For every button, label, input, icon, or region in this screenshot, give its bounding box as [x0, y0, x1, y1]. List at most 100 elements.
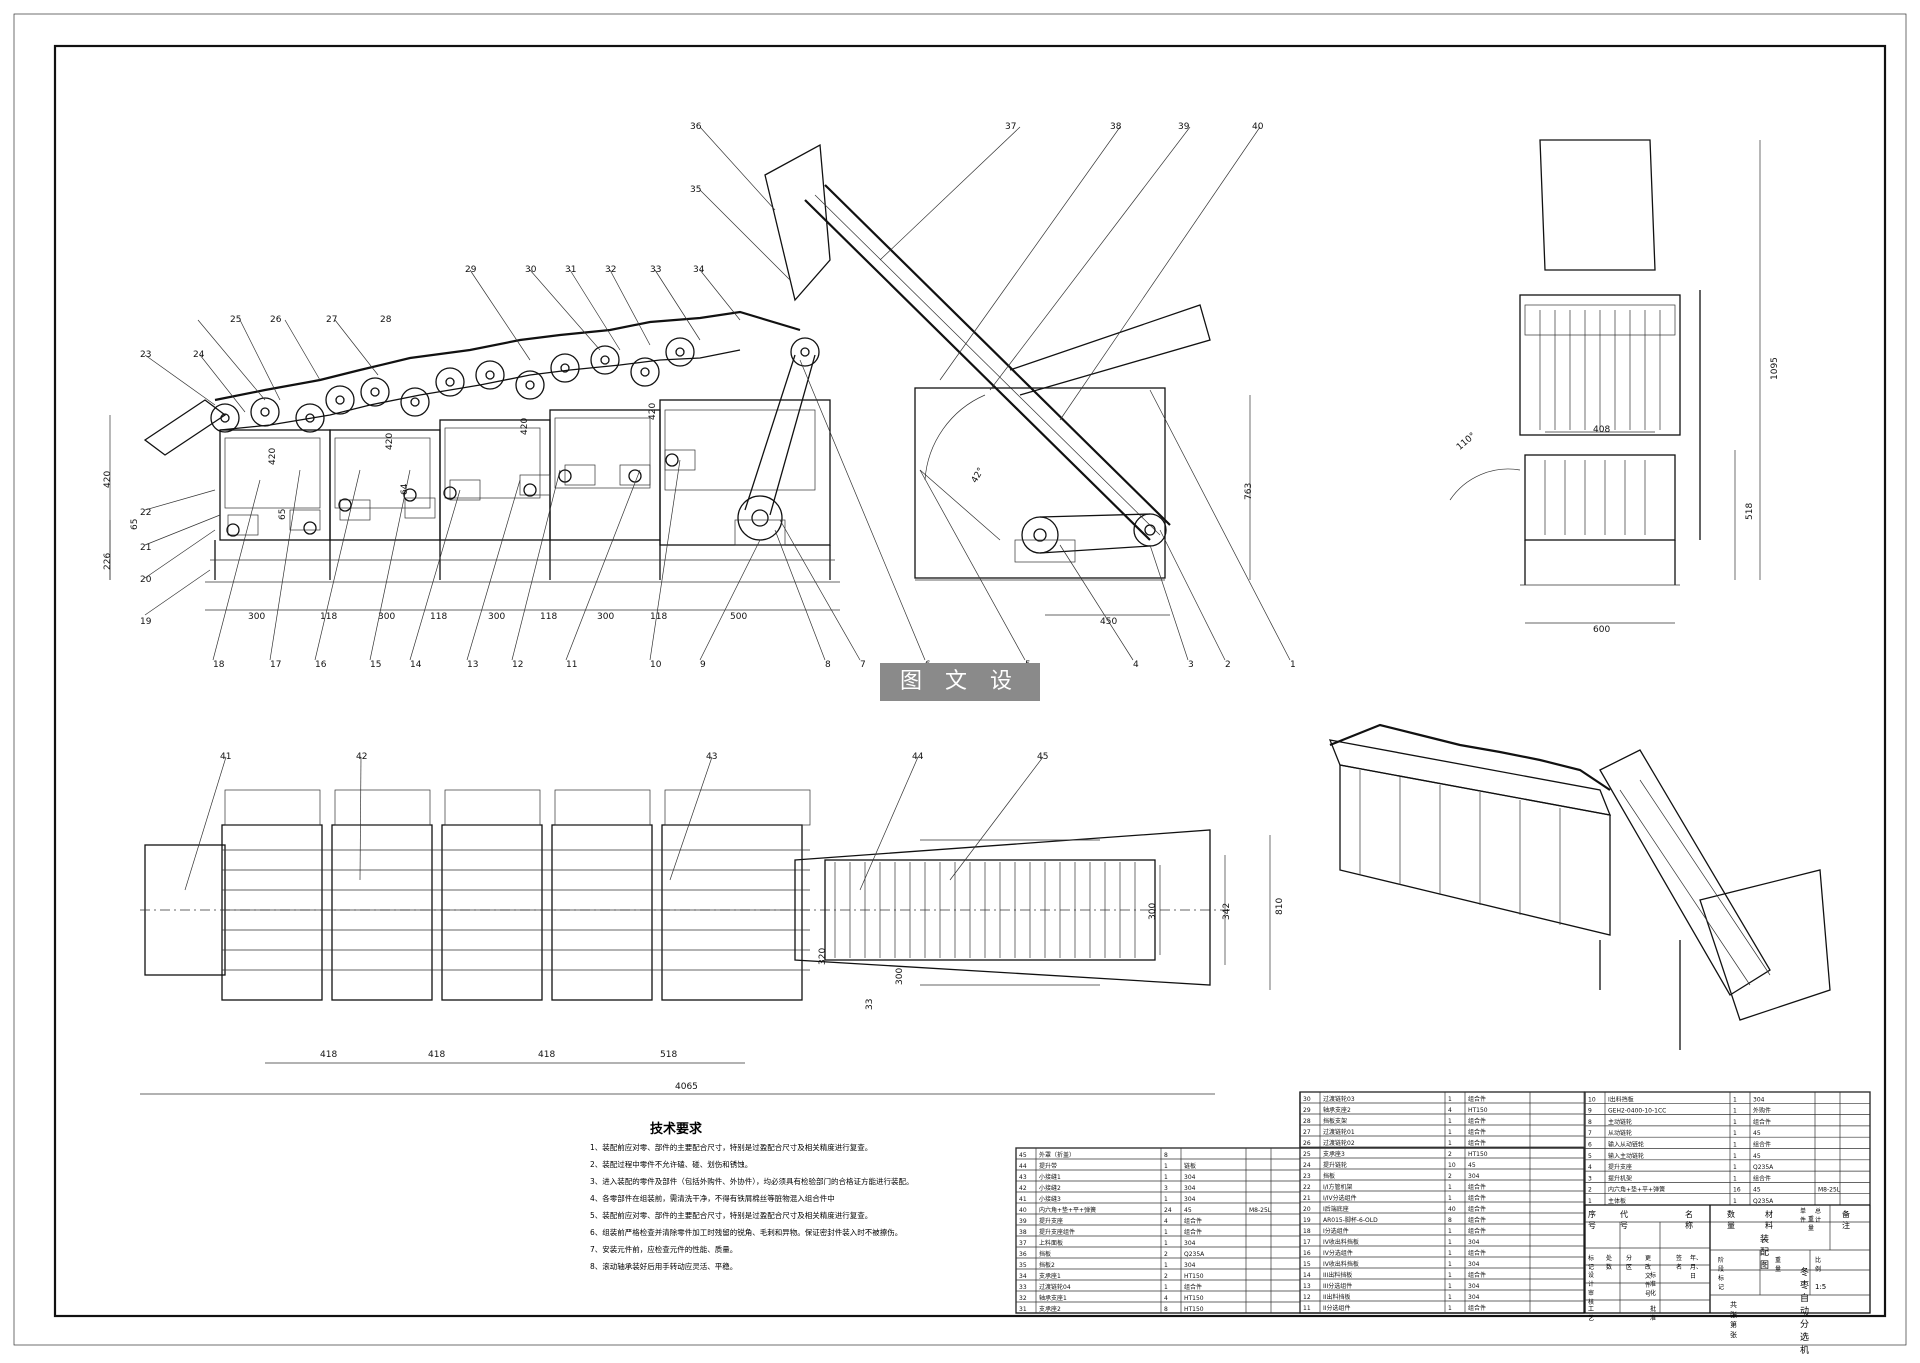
callout-label: 27 [326, 315, 338, 325]
bom-cell: 304 [1468, 1239, 1480, 1246]
callout-label: 42 [356, 752, 368, 762]
bom-cell: 组合件 [1753, 1141, 1771, 1149]
bom-cell: 组合件 [1468, 1249, 1486, 1257]
bom-cell: 1 [1448, 1184, 1452, 1191]
bom-cell: 32 [1019, 1295, 1027, 1302]
dimension-label: 300 [378, 612, 396, 622]
bom-cell: 1 [1448, 1261, 1452, 1268]
dimension-label: 300 [597, 612, 615, 622]
dimension-label: 300 [895, 967, 905, 985]
bom-cell: 16 [1733, 1187, 1741, 1194]
front-view [109, 143, 1251, 616]
callout-label: 20 [140, 575, 152, 585]
bom-cell: 链板 [1184, 1162, 1196, 1170]
bom-cell: 3 [1588, 1175, 1592, 1182]
dimension-label: 518 [660, 1050, 678, 1060]
bom-cell: 45 [1753, 1130, 1761, 1137]
bom-cell: HT150 [1468, 1107, 1488, 1114]
callout-label: 23 [140, 350, 152, 360]
bom-cell: I分选组件 [1323, 1227, 1349, 1235]
callout-label: 1 [1290, 660, 1296, 670]
callout-leaders [144, 126, 1291, 661]
bom-cell: 25 [1303, 1151, 1311, 1158]
bom-cell: 2 [1164, 1273, 1168, 1280]
watermark-label: 图 文 设 计 [880, 663, 1040, 732]
bom-cell: 2 [1164, 1251, 1168, 1258]
dimension-label: 65 [130, 518, 140, 530]
bom-cell: 35 [1019, 1262, 1027, 1269]
bom-cell: 挡板2 [1039, 1261, 1055, 1269]
bom-cell: 1 [1164, 1229, 1168, 1236]
bom-cell: 1 [1448, 1129, 1452, 1136]
bom-cell: 1 [1448, 1195, 1452, 1202]
callout-label: 24 [193, 350, 205, 360]
bom-cell: IV收出料挡板 [1323, 1238, 1359, 1246]
bom-header-mat: 材料 [1765, 1210, 1773, 1230]
bom-cell: 2 [1588, 1187, 1592, 1194]
bom-cell: 8 [1588, 1119, 1592, 1126]
bom-cell: 14 [1303, 1272, 1311, 1279]
bom-header-no: 序号 [1588, 1210, 1596, 1230]
bom-cell: 29 [1303, 1107, 1311, 1114]
bom-cell: 39 [1019, 1218, 1027, 1225]
dimension-label: 342 [1222, 902, 1232, 920]
bom-cell: 小接缝3 [1039, 1195, 1061, 1203]
bom-cell: GEH2-0400-10-1CC [1608, 1108, 1666, 1115]
bom-cell: 组合件 [1184, 1217, 1202, 1225]
callout-label: 16 [315, 660, 327, 670]
bom-cell: 30 [1303, 1096, 1311, 1103]
bom-cell: 轴承支座2 [1323, 1106, 1351, 1114]
bom-cell: 组合件 [1468, 1205, 1486, 1213]
bom-cell: 主动链轮 [1608, 1118, 1632, 1126]
title-block [1585, 1204, 1870, 1313]
bom-cell: M8-25L [1249, 1207, 1272, 1214]
bom-cell: 43 [1019, 1174, 1027, 1181]
bom-cell: 27 [1303, 1129, 1311, 1136]
bom-cell: 组合件 [1753, 1174, 1771, 1182]
bom-cell: 1 [1448, 1140, 1452, 1147]
dimension-label: 600 [1593, 625, 1611, 635]
callout-label: 18 [213, 660, 225, 670]
top-view [140, 756, 1271, 1095]
sheets-label: 共 张 第 张 [1730, 1301, 1744, 1339]
bom-cell: 24 [1303, 1162, 1311, 1169]
bom-cell: 304 [1468, 1294, 1480, 1301]
bom-cell: 1 [1733, 1142, 1737, 1149]
bom-cell: 9 [1588, 1108, 1592, 1115]
callout-label: 33 [650, 265, 662, 275]
bom-header-single: 单件 [1800, 1208, 1807, 1224]
dimension-label: 418 [428, 1050, 446, 1060]
bom-cell: 45 [1753, 1153, 1761, 1160]
requirement-item: 6、组装前严格检查并清除零件加工时残留的锐角、毛刺和异物。保证密封件装入时不被擦… [590, 1228, 903, 1237]
bom-cell: 1 [1448, 1294, 1452, 1301]
callout-label: 15 [370, 660, 382, 670]
callout-label: 14 [410, 660, 422, 670]
bom-cell: HT150 [1468, 1151, 1488, 1158]
bom-cell: 304 [1184, 1240, 1196, 1247]
bom-cell: 41 [1019, 1196, 1027, 1203]
requirement-item: 7、安装元件前，应检查元件的性能、质量。 [590, 1245, 738, 1254]
bom-cell: 提升带 [1039, 1162, 1057, 1170]
bom-cell: 1 [1448, 1283, 1452, 1290]
bom-cell: 12 [1303, 1294, 1311, 1301]
callout-label: 8 [825, 660, 831, 670]
bom-cell: 4 [1164, 1218, 1168, 1225]
bom-cell: 从动链轮 [1608, 1129, 1632, 1137]
bom-cell: 10 [1588, 1096, 1596, 1103]
dimension-label: 418 [320, 1050, 338, 1060]
bom-cell: AR015-脚杯-6-OLD [1323, 1216, 1378, 1224]
bom-cell: 1 [1733, 1096, 1737, 1103]
bom-cell: 26 [1303, 1140, 1311, 1147]
approve-label: 批准 [1650, 1306, 1657, 1322]
bom-cell: 304 [1753, 1096, 1765, 1103]
callout-label: 39 [1178, 122, 1190, 132]
bom-cell: 输入主动链轮 [1608, 1152, 1644, 1160]
dimension-label: 320 [818, 947, 828, 965]
bom-header-note: 备注 [1842, 1210, 1850, 1230]
dimension-label: 418 [538, 1050, 556, 1060]
bom-cell: HT150 [1184, 1306, 1204, 1313]
bom-cell: 22 [1303, 1184, 1311, 1191]
bom-cell: Q235A [1753, 1164, 1774, 1171]
